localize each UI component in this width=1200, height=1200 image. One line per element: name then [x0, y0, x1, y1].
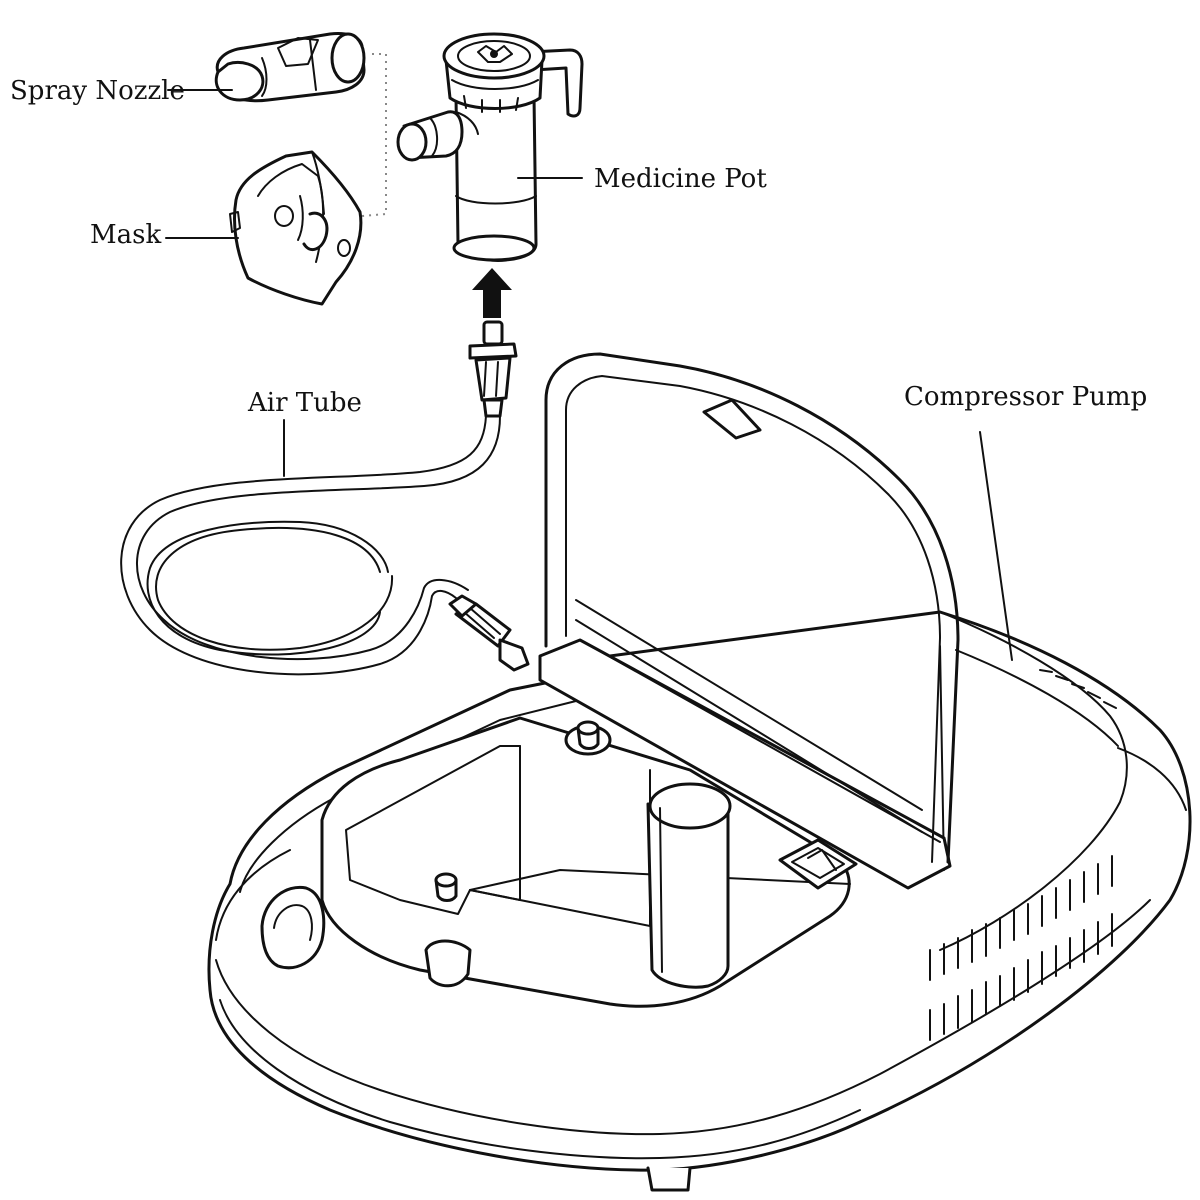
air-tube-label: Air Tube — [247, 388, 362, 418]
air-tube-drawing — [120, 320, 530, 676]
medicine-pot-label: Medicine Pot — [594, 164, 767, 194]
compressor-pump-drawing — [207, 352, 1192, 1172]
compressor-pump-leader — [979, 431, 1013, 661]
compressor-pump-label: Compressor Pump — [904, 382, 1147, 412]
lid-frame — [544, 352, 960, 864]
power-switch — [778, 838, 858, 890]
spray-nozzle-label: Spray Nozzle — [10, 76, 185, 106]
arrow-up-icon — [472, 268, 512, 318]
foot — [646, 1166, 692, 1192]
side-vent-grille — [929, 855, 1113, 1041]
medicine-pot-drawing — [396, 32, 584, 262]
mask-label: Mask — [90, 220, 161, 250]
spray-nozzle-drawing — [214, 32, 366, 103]
connector-dotted-line — [361, 53, 387, 217]
mask-drawing — [229, 150, 363, 306]
